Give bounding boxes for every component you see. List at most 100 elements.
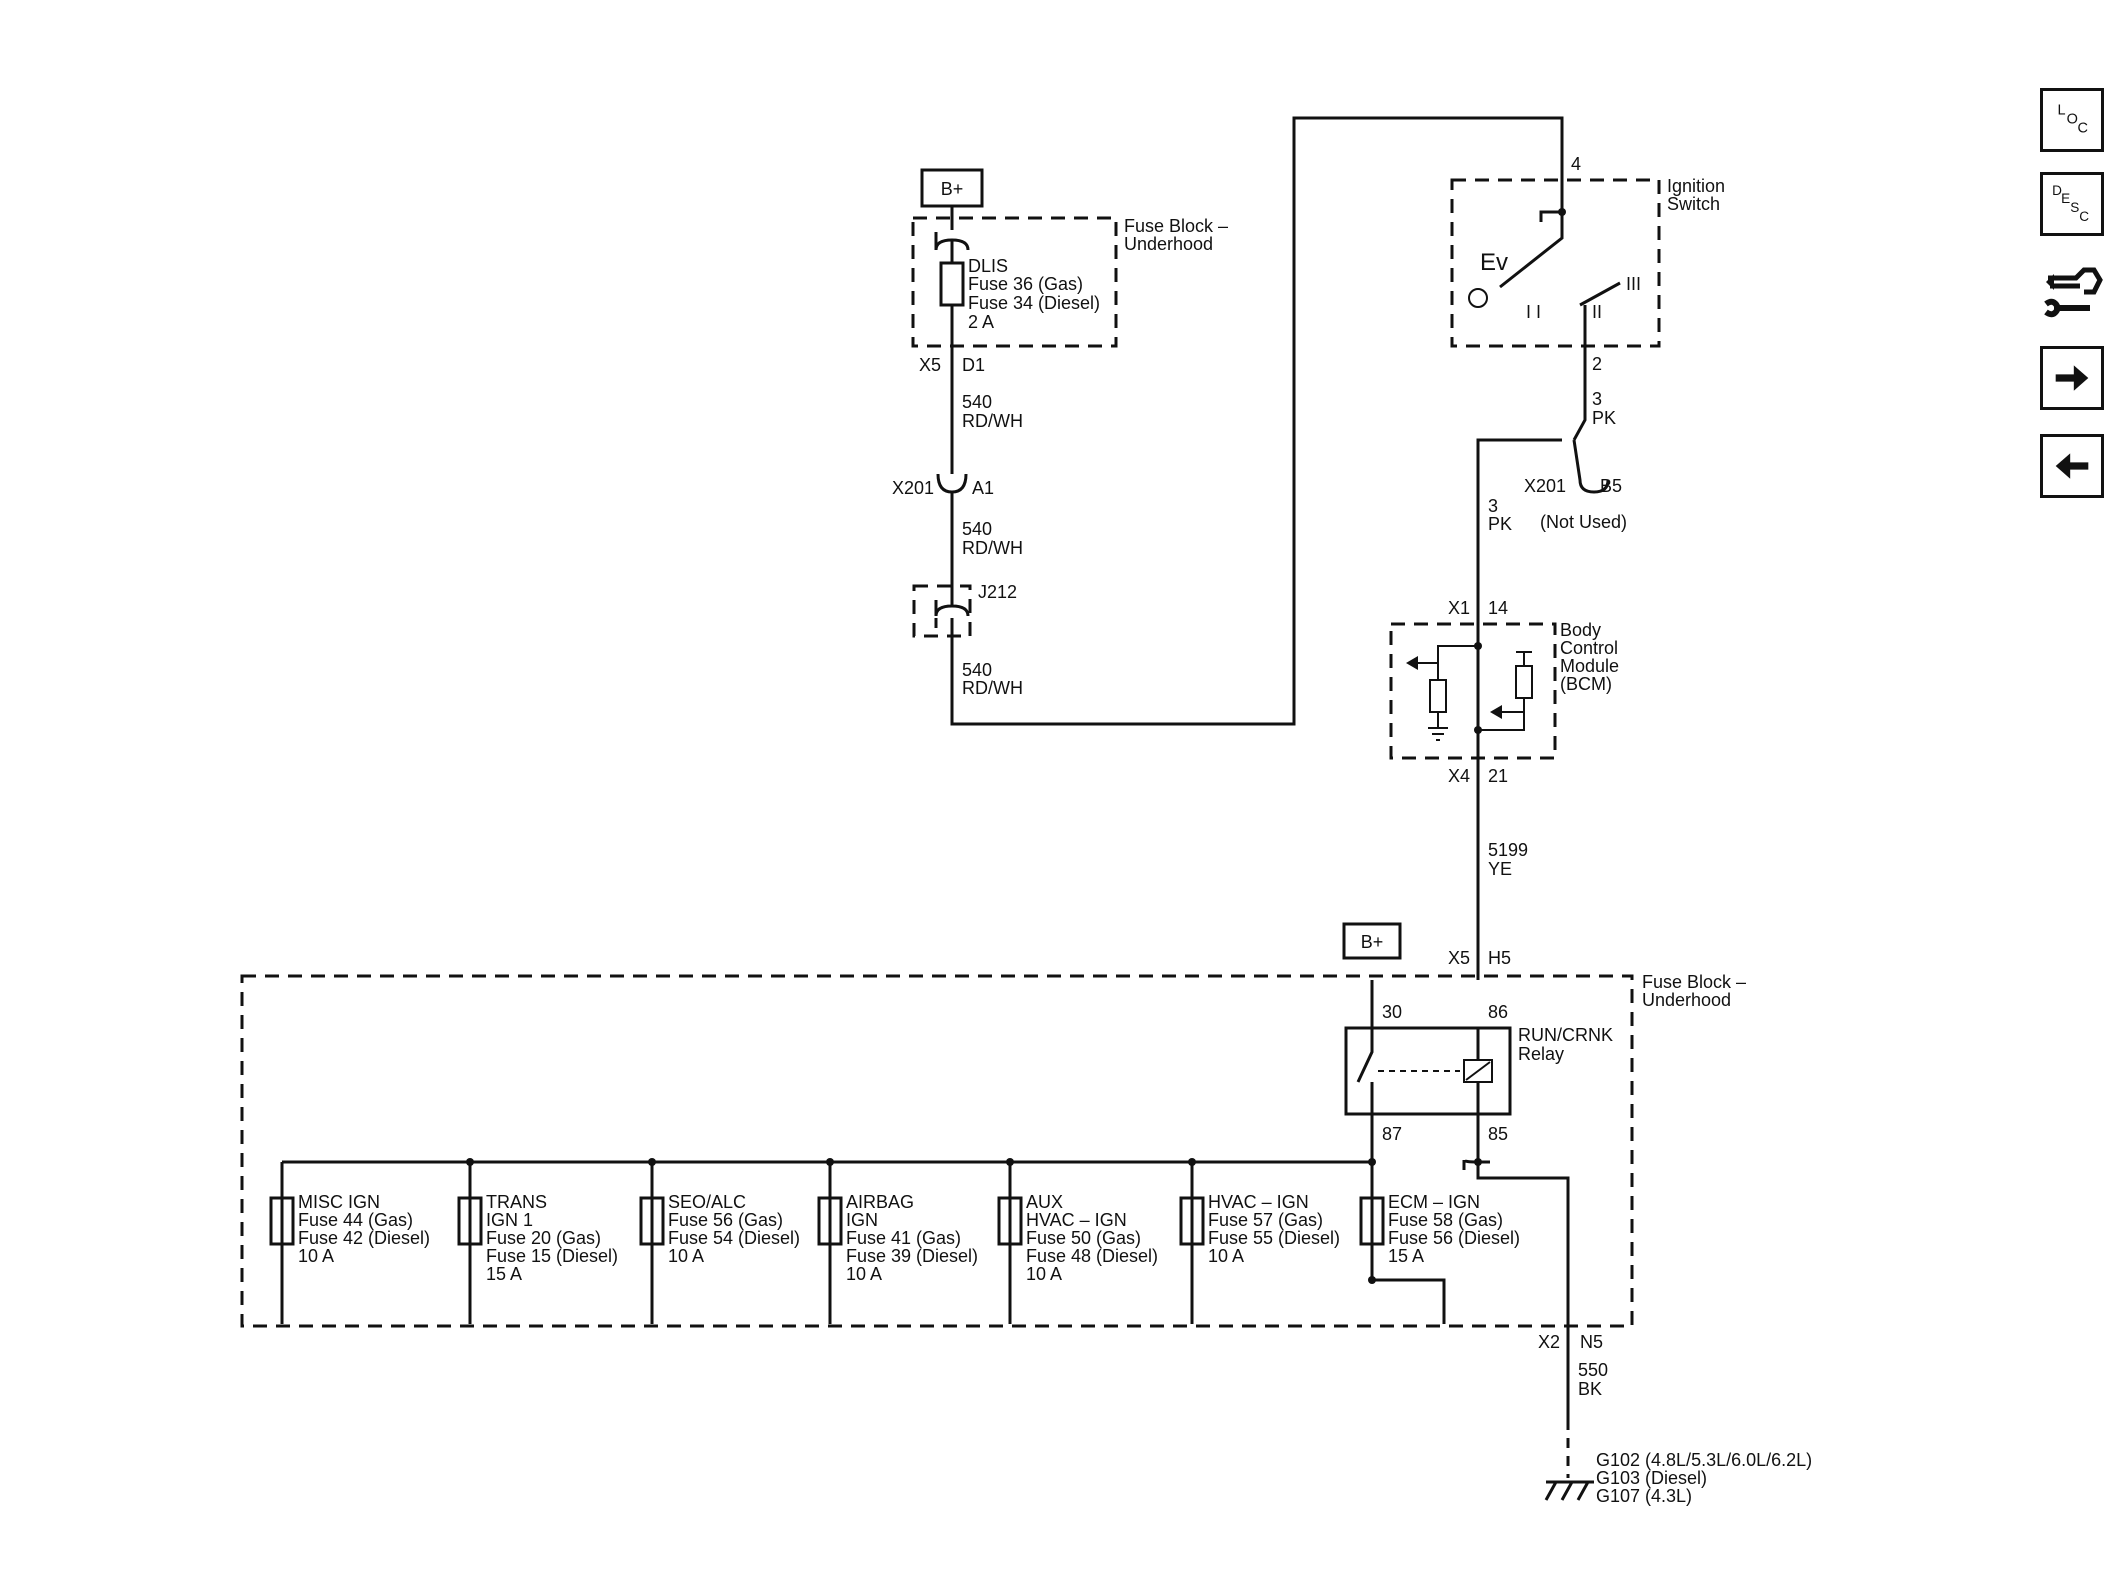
relay-pin86: 86 xyxy=(1488,1002,1508,1022)
dlis-fuse-line-3: Fuse 34 (Diesel) xyxy=(968,293,1100,313)
x2-pin: N5 xyxy=(1580,1332,1603,1352)
wire-3pk-circuit-2: 3 xyxy=(1488,496,1498,516)
bcm-title-2: Control xyxy=(1560,638,1618,658)
fuse-symbol-5 xyxy=(1179,1196,1205,1246)
next-button[interactable] xyxy=(2040,346,2104,410)
dlis-fuse-line-4: 2 A xyxy=(968,312,994,332)
fuse-symbol-1 xyxy=(457,1196,483,1246)
fuse-block-bottom-title-1: Fuse Block – xyxy=(1642,972,1746,992)
fuse-3-line-4: 10 A xyxy=(846,1264,882,1284)
ignition-pos-run: II xyxy=(1592,302,1602,322)
ignition-pin-top: 4 xyxy=(1571,154,1581,174)
fuse-3-line-1: IGN xyxy=(846,1210,878,1230)
ignition-title-2: Switch xyxy=(1667,194,1720,214)
bcm-title-1: Body xyxy=(1560,620,1601,640)
x2-conn: X2 xyxy=(1538,1332,1560,1352)
loc-button[interactable]: L O C xyxy=(2040,88,2104,152)
dlis-fuse-line-2: Fuse 36 (Gas) xyxy=(968,274,1083,294)
fuse-symbol-0 xyxy=(269,1196,295,1246)
bcm-title-3: Module xyxy=(1560,656,1619,676)
fuse-5-line-2: Fuse 55 (Diesel) xyxy=(1208,1228,1340,1248)
previous-button[interactable] xyxy=(2040,434,2104,498)
fuse-3-line-0: AIRBAG xyxy=(846,1192,914,1212)
x5-pin: H5 xyxy=(1488,948,1511,968)
dlis-fuse-line-1: DLIS xyxy=(968,256,1008,276)
fuse-symbol-4 xyxy=(997,1196,1023,1246)
bplus-top-label: B+ xyxy=(941,179,964,199)
desc-glyph-s: S xyxy=(2070,200,2079,215)
fuse-block-top-title-2: Underhood xyxy=(1124,234,1213,254)
fuse-1-line-1: IGN 1 xyxy=(486,1210,533,1230)
fuse-5-line-1: Fuse 57 (Gas) xyxy=(1208,1210,1323,1230)
fuse-6-line-2: Fuse 56 (Diesel) xyxy=(1388,1228,1520,1248)
fuse-2-line-0: SEO/ALC xyxy=(668,1192,746,1212)
fuse-2-line-2: Fuse 54 (Diesel) xyxy=(668,1228,800,1248)
fuse-block-bottom-outline xyxy=(240,974,1634,1328)
fuse-block-top-conn: X5 xyxy=(919,355,941,375)
bcm-conn-out: X4 xyxy=(1448,766,1470,786)
desc-button[interactable]: D E S C xyxy=(2040,172,2104,236)
bcm-title-4: (BCM) xyxy=(1560,674,1612,694)
relay-pin85: 85 xyxy=(1488,1124,1508,1144)
fuse-block-top-pin: D1 xyxy=(962,355,985,375)
fuse-0-line-1: Fuse 44 (Gas) xyxy=(298,1210,413,1230)
bcm-outline xyxy=(1389,622,1557,760)
fuse-0-line-2: Fuse 42 (Diesel) xyxy=(298,1228,430,1248)
fuse-symbol-3 xyxy=(817,1196,843,1246)
wire-5199-circuit: 5199 xyxy=(1488,840,1528,860)
ignition-pos-start: III xyxy=(1626,274,1641,294)
x201-left-pin: A1 xyxy=(972,478,994,498)
wire-550-circuit: 550 xyxy=(1578,1360,1608,1380)
wire-540-circuit-1: 540 xyxy=(962,392,992,412)
j212-label: J212 xyxy=(978,582,1017,602)
ignition-pin-bottom: 2 xyxy=(1592,354,1602,374)
x201-right-pin: B5 xyxy=(1600,476,1622,496)
relay-title-1: RUN/CRNK xyxy=(1518,1025,1613,1045)
bcm-pin-out: 21 xyxy=(1488,766,1508,786)
fuse-block-top-title-1: Fuse Block – xyxy=(1124,216,1228,236)
ground-label-3: G107 (4.3L) xyxy=(1596,1486,1692,1506)
fuse-5-line-0: HVAC – IGN xyxy=(1208,1192,1309,1212)
bcm-conn-in: X1 xyxy=(1448,598,1470,618)
fuse-0-line-0: MISC IGN xyxy=(298,1192,380,1212)
ignition-title-1: Ignition xyxy=(1667,176,1725,196)
wire-540-color-1: RD/WH xyxy=(962,411,1023,431)
fuse-block-bottom-title-2: Underhood xyxy=(1642,990,1731,1010)
fuse-1-line-3: Fuse 15 (Diesel) xyxy=(486,1246,618,1266)
fuse-2-line-1: Fuse 56 (Gas) xyxy=(668,1210,783,1230)
arrow-right-icon xyxy=(2055,365,2089,391)
fuse-4-line-4: 10 A xyxy=(1026,1264,1062,1284)
bplus-bottom: B+ xyxy=(1342,922,1402,960)
fuse-2-line-3: 10 A xyxy=(668,1246,704,1266)
wire-540-circuit-2: 540 xyxy=(962,519,992,539)
loc-glyph-l: L xyxy=(2058,103,2066,119)
fuse-4-line-3: Fuse 48 (Diesel) xyxy=(1026,1246,1158,1266)
fuse-6-line-0: ECM – IGN xyxy=(1388,1192,1480,1212)
fuse-0-line-3: 10 A xyxy=(298,1246,334,1266)
fuse-4-line-2: Fuse 50 (Gas) xyxy=(1026,1228,1141,1248)
fuse-3-line-3: Fuse 39 (Diesel) xyxy=(846,1246,978,1266)
fuse-4-line-1: HVAC – IGN xyxy=(1026,1210,1127,1230)
fuse-6-line-1: Fuse 58 (Gas) xyxy=(1388,1210,1503,1230)
loc-glyph-c: C xyxy=(2077,121,2087,137)
component-view-button[interactable] xyxy=(2040,252,2104,332)
ground-symbol xyxy=(1544,1480,1594,1501)
x201-right-conn: X201 xyxy=(1524,476,1566,496)
wire-540-color-3: RD/WH xyxy=(962,678,1023,698)
dlis-fuse-symbol xyxy=(939,261,965,307)
j212-outline xyxy=(912,584,972,638)
wire-3pk-color-2: PK xyxy=(1488,514,1512,534)
x201-right-note: (Not Used) xyxy=(1540,512,1627,532)
fuse-1-line-4: 15 A xyxy=(486,1264,522,1284)
wire-5199-color: YE xyxy=(1488,859,1512,879)
loc-glyph-o: O xyxy=(2067,112,2078,128)
bcm-pin-in: 14 xyxy=(1488,598,1508,618)
fuse-3-line-2: Fuse 41 (Gas) xyxy=(846,1228,961,1248)
fuse-4-line-0: AUX xyxy=(1026,1192,1063,1212)
